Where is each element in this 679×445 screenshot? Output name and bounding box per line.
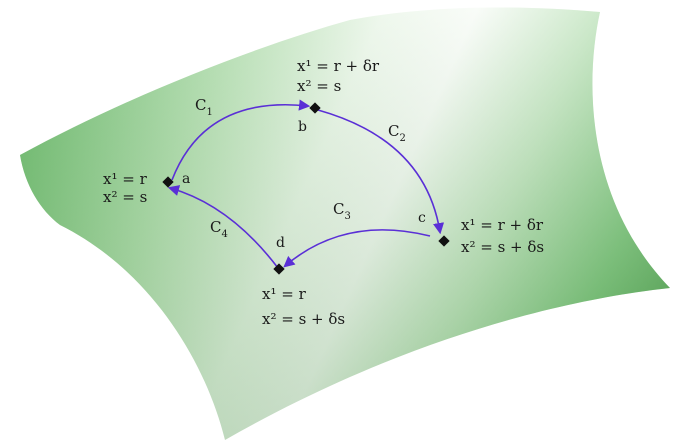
point-b-label: b [298, 119, 307, 135]
point-c-label: c [418, 210, 426, 226]
curve-c3-arrow [283, 229, 431, 268]
curve-c3-label: C3 [333, 200, 351, 222]
curve-c1-arrow [171, 99, 311, 181]
point-a-coord1: x¹ = r [103, 170, 148, 188]
point-d-coord1: x¹ = r [262, 285, 307, 303]
point-b-coord1: x¹ = r + δr [297, 57, 380, 75]
point-c-marker [438, 235, 450, 247]
curve-c2-base: C [388, 122, 399, 140]
point-a-coord2: x² = s [103, 188, 147, 206]
point-c-coord1: x¹ = r + δr [461, 216, 544, 234]
point-d-coord2: x² = s + δs [262, 310, 345, 328]
point-d-label: d [276, 235, 285, 251]
curve-c2-index: 2 [399, 133, 405, 144]
curve-c4-base: C [210, 218, 221, 236]
curve-c1-label: C1 [195, 96, 213, 118]
point-b-coord2: x² = s [297, 77, 341, 95]
point-a-label: a [182, 171, 190, 187]
curve-c2-label: C2 [388, 122, 406, 144]
curve-c3-index: 3 [344, 211, 350, 222]
curve-c3-base: C [333, 200, 344, 218]
curve-c4-label: C4 [210, 218, 228, 240]
curve-c1-base: C [195, 96, 206, 114]
curve-c2-arrow [317, 109, 445, 235]
curve-c4-index: 4 [221, 229, 227, 240]
surface-shading [20, 7, 670, 440]
point-d-marker [273, 263, 285, 275]
curve-c1-index: 1 [206, 107, 212, 118]
point-a-marker [162, 176, 174, 188]
curve-c4-arrow [167, 185, 279, 269]
point-c-coord2: x² = s + δs [461, 238, 544, 256]
